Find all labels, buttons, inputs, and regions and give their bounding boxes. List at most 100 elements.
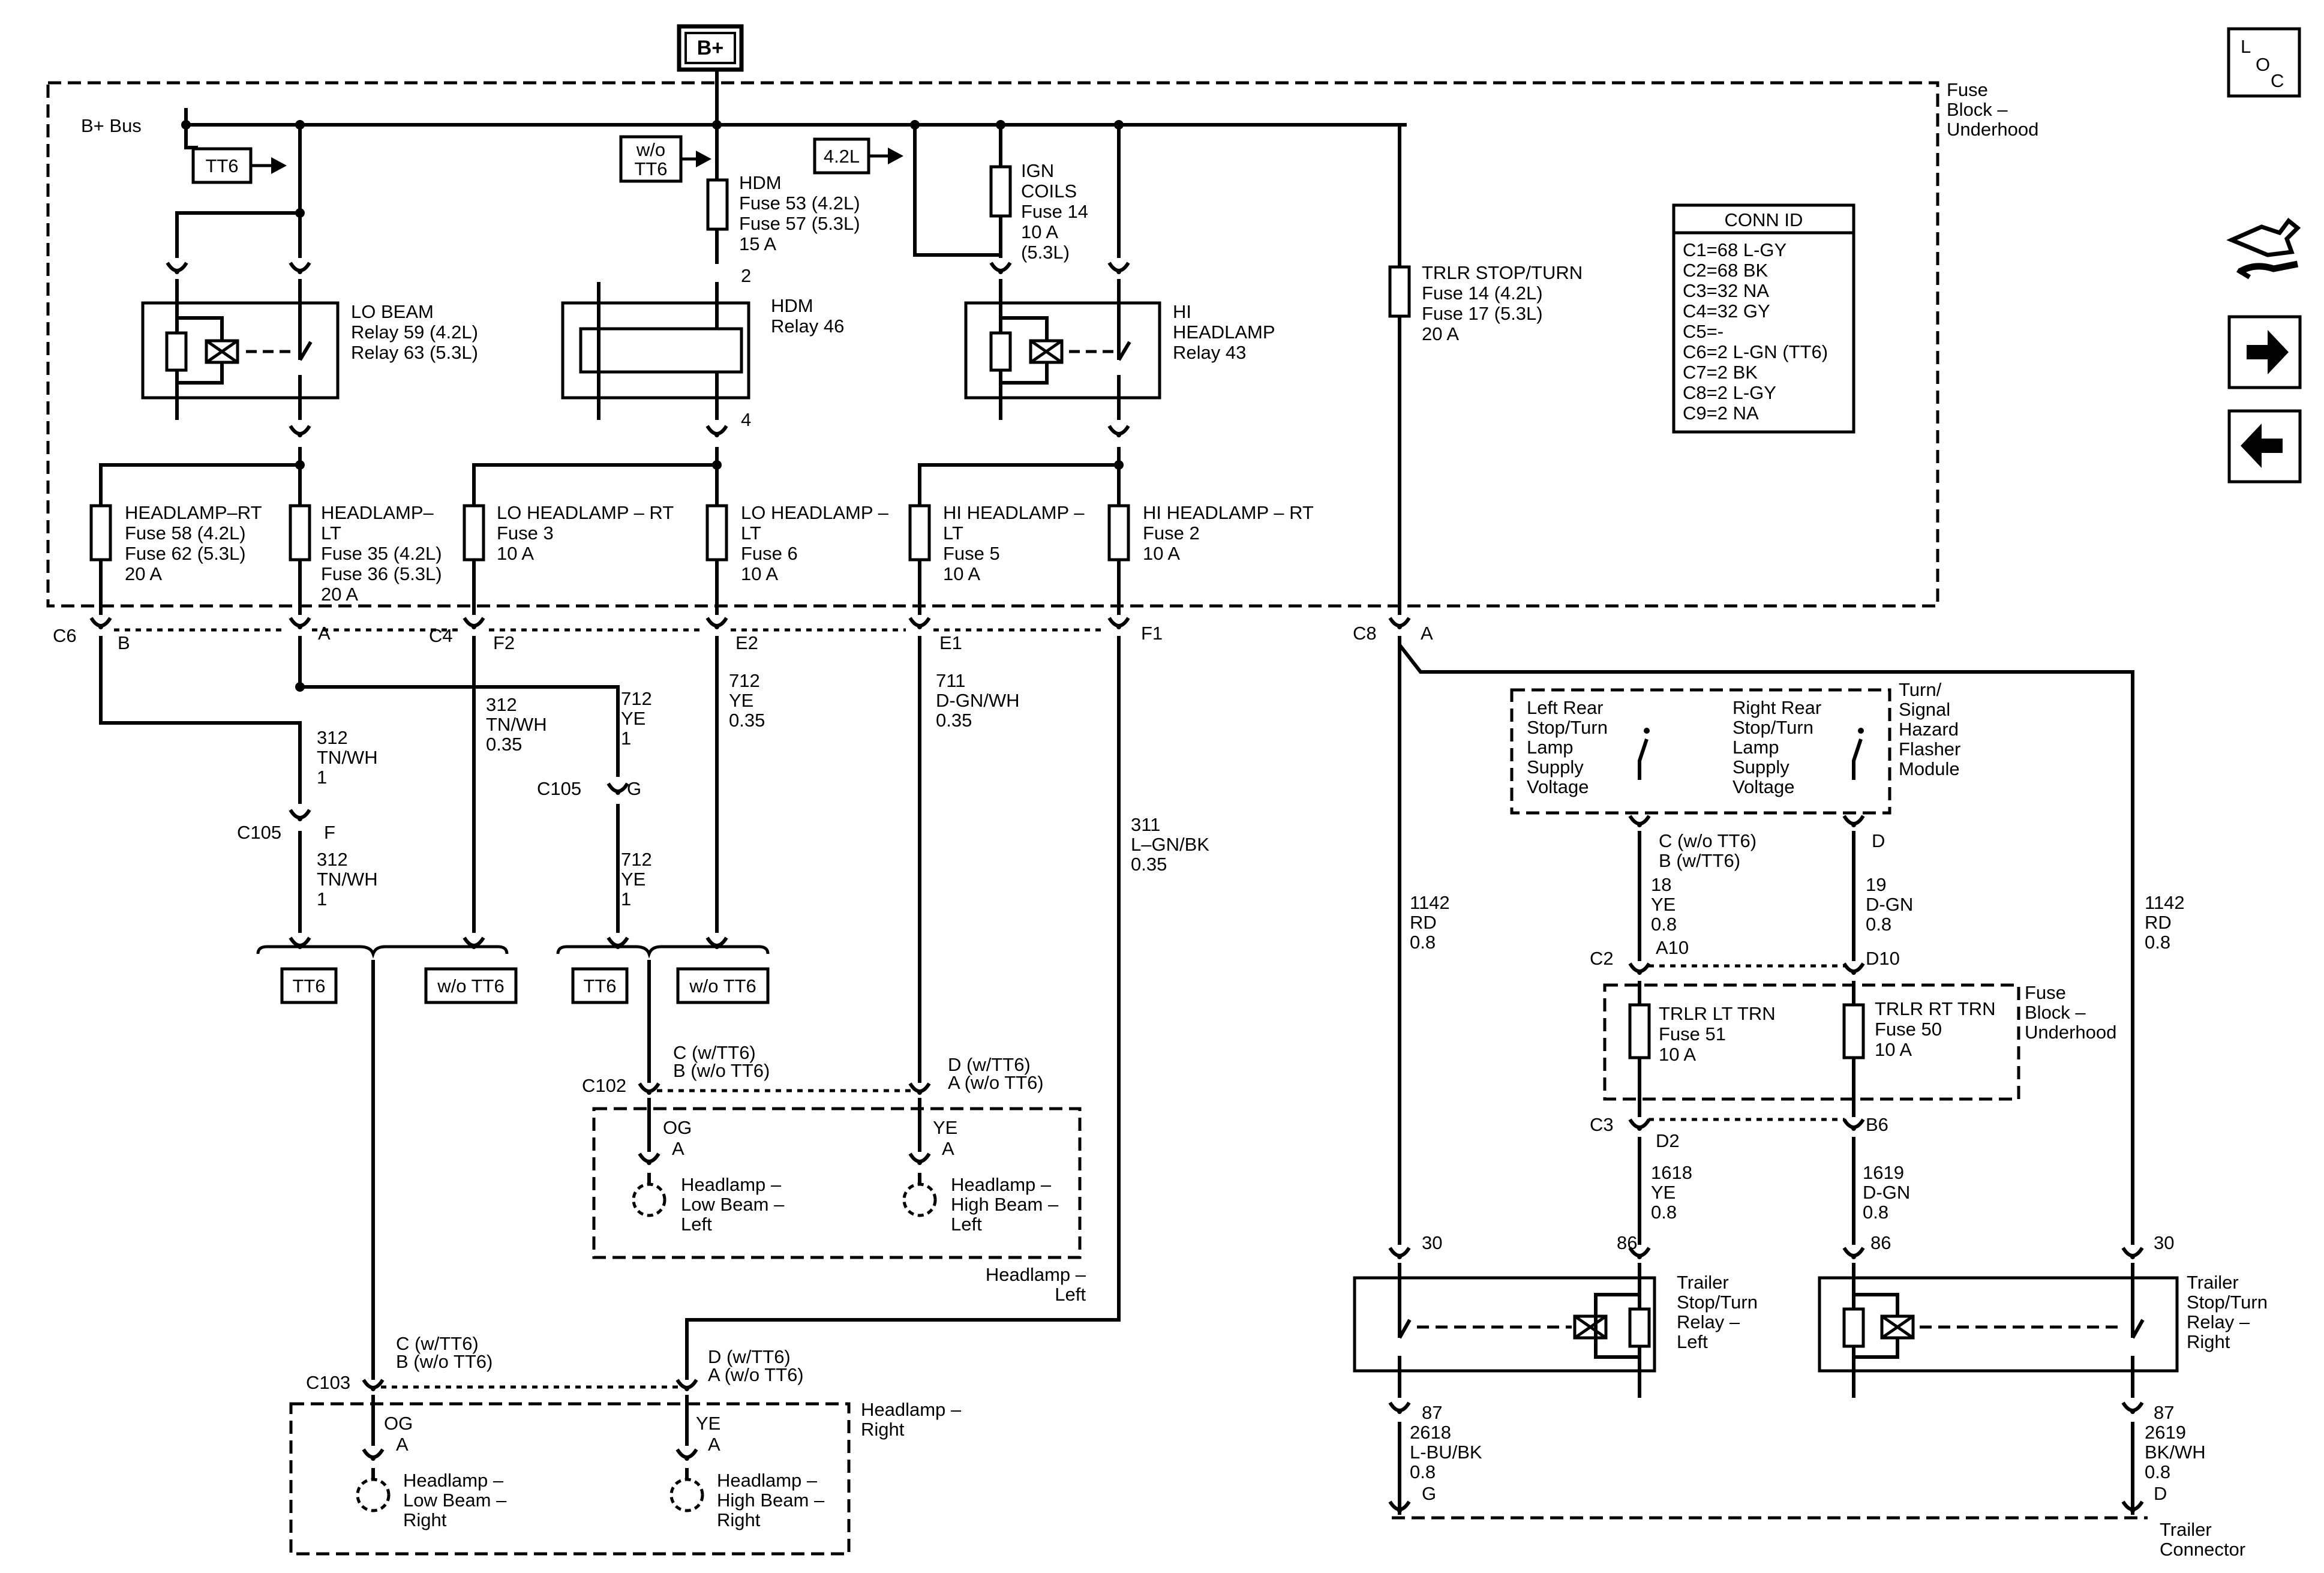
splice-dot — [712, 120, 722, 130]
svg-text:F: F — [324, 822, 335, 843]
c102-right-label: D (w/TT6)A (w/o TT6) — [948, 1054, 1044, 1093]
svg-text:G: G — [1422, 1483, 1436, 1504]
splice-dot — [295, 120, 305, 130]
svg-text:TT6: TT6 — [583, 975, 616, 996]
svg-text:w/o TT6: w/o TT6 — [437, 975, 504, 996]
flasher-module-frame — [1510, 688, 1891, 815]
ign-coils-fuse-label: IGN COILS Fuse 14 10 A (5.3L) — [1021, 160, 1094, 263]
connector-pin — [298, 269, 302, 274]
svg-text:A: A — [942, 1138, 954, 1159]
low-beam-right-label: Headlamp –Low Beam –Right — [403, 1470, 507, 1530]
connector-pin — [1851, 1254, 1856, 1259]
svg-text:C6: C6 — [53, 625, 77, 646]
svg-text:YE: YE — [933, 1117, 957, 1138]
svg-text:TT6: TT6 — [205, 155, 238, 176]
svg-text:C: C — [2271, 70, 2284, 91]
engine-42-box — [813, 137, 870, 175]
connector-pin — [917, 1160, 922, 1165]
trlr-rt-trn-fuse — [1842, 1003, 1865, 1059]
svg-text:B6: B6 — [1866, 1114, 1888, 1135]
svg-text:C105: C105 — [537, 778, 581, 799]
arrow-right-icon[interactable] — [2227, 315, 2302, 389]
tt6-option-box — [571, 967, 629, 1004]
wo-tt6-option-box — [424, 967, 518, 1004]
splice-dot — [1114, 120, 1124, 130]
fuse-lo-headlamp-lt — [705, 504, 728, 562]
hi-headlamp-relay-label: HI HEADLAMP Relay 43 — [1173, 301, 1280, 363]
conn-id-title: CONN ID — [1725, 209, 1803, 230]
svg-text:TT6: TT6 — [292, 975, 325, 996]
high-beam-left-bulb — [902, 1182, 937, 1217]
svg-text:G: G — [627, 778, 641, 799]
trlr-stop-turn-fuse — [1388, 265, 1411, 318]
svg-text:C2: C2 — [1590, 948, 1614, 969]
splice-dot — [996, 120, 1005, 130]
splice-dot — [295, 208, 305, 218]
high-beam-right-bulb — [669, 1478, 704, 1512]
c103-right-label: D (w/TT6)A (w/o TT6) — [708, 1346, 804, 1385]
svg-text:86: 86 — [1617, 1232, 1637, 1253]
high-beam-left-label: Headlamp –High Beam –Left — [951, 1174, 1059, 1235]
svg-text:A: A — [318, 623, 331, 644]
svg-text:D: D — [2154, 1483, 2167, 1504]
svg-text:A: A — [396, 1434, 409, 1455]
conn-id-rows: C1=68 L-GY C2=68 BK C3=32 NA C4=32 GY C5… — [1683, 239, 1833, 424]
connector-pin — [2130, 1508, 2135, 1513]
fuse-hi-headlamp-lt-label: HI HEADLAMP – LT Fuse 5 10 A — [943, 502, 1089, 584]
wo-tt6-option-box — [676, 967, 770, 1004]
connector-pin — [1397, 625, 1402, 629]
svg-text:C4: C4 — [429, 625, 453, 646]
svg-text:C105: C105 — [237, 822, 281, 843]
svg-text:F2: F2 — [493, 632, 515, 653]
hdm-fuse — [706, 178, 729, 231]
fuse-block-label: Fuse Block – Underhood — [1947, 79, 2038, 140]
arrow-left-icon[interactable] — [2227, 409, 2302, 484]
fuse-lo-headlamp-lt-label: LO HEADLAMP – LT Fuse 6 10 A — [741, 502, 893, 584]
connector-pin — [615, 790, 620, 795]
svg-text:w/o TT6: w/o TT6 — [689, 975, 756, 996]
connector-pin — [1397, 1254, 1402, 1259]
svg-text:D: D — [1872, 830, 1885, 851]
svg-text:87: 87 — [2154, 1402, 2174, 1423]
splice-dot — [295, 682, 305, 692]
connector-pin — [2130, 1254, 2135, 1259]
svg-text:YE: YE — [696, 1413, 720, 1434]
connector-pin — [298, 944, 302, 949]
connector-pin — [998, 269, 1003, 274]
fuse-headlamp-rt — [89, 504, 112, 562]
svg-text:C103: C103 — [306, 1372, 350, 1393]
ign-coils-fuse — [989, 165, 1012, 218]
svg-text:D2: D2 — [1656, 1130, 1680, 1151]
svg-text:F1: F1 — [1141, 623, 1163, 644]
loc-icon[interactable]: L O C — [2227, 27, 2301, 98]
svg-text:C8: C8 — [1353, 623, 1377, 644]
connector-pin — [1397, 1409, 1402, 1414]
svg-text:86: 86 — [1870, 1232, 1891, 1253]
connector-pin — [647, 1160, 651, 1165]
tools-icon[interactable] — [2226, 218, 2301, 280]
hdm-fuse-label: HDM Fuse 53 (4.2L) Fuse 57 (5.3L) 15 A — [739, 172, 865, 254]
headlamp-left-frame — [592, 1107, 1082, 1259]
lo-beam-relay-label: LO BEAM Relay 59 (4.2L) Relay 63 (5.3L) — [351, 301, 484, 363]
connector-pin — [1397, 1508, 1402, 1513]
fuse-hi-headlamp-rt-label: HI HEADLAMP – RT Fuse 2 10 A — [1143, 502, 1319, 564]
headlamp-right-frame — [289, 1402, 851, 1556]
svg-text:OG: OG — [384, 1413, 413, 1434]
connector-symbols — [89, 120, 2144, 1513]
